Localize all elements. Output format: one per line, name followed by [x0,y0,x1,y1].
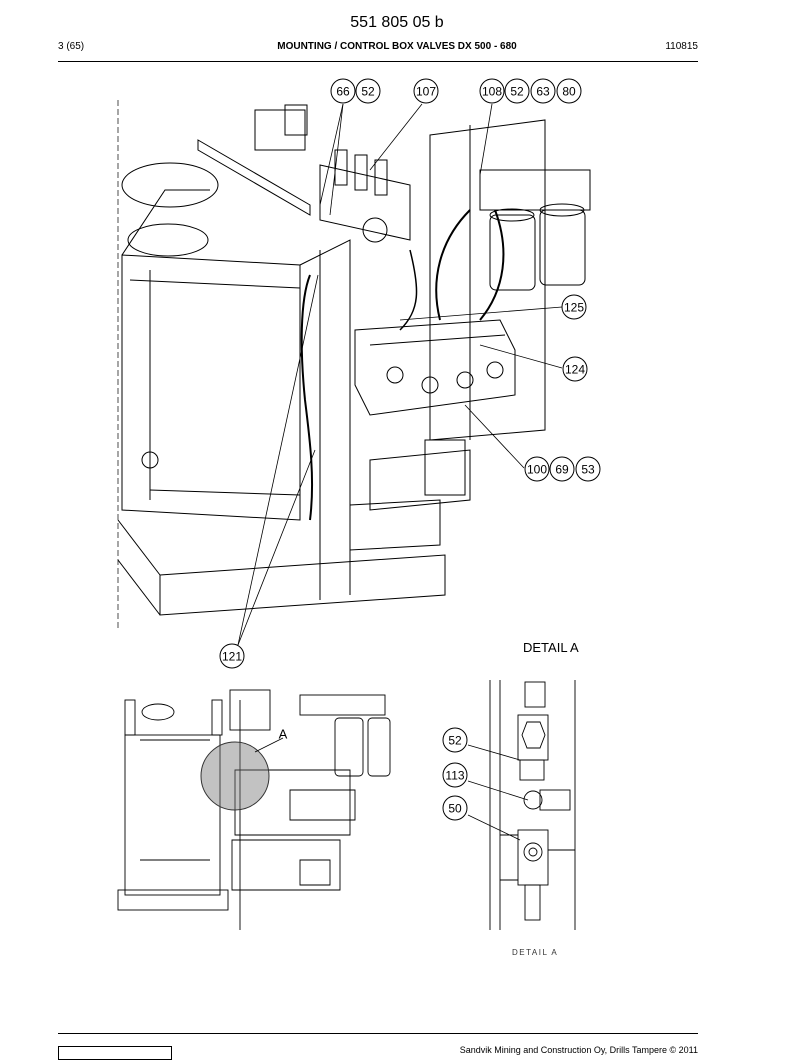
callout-main-8: 124 [562,356,588,382]
callout-circle [442,727,468,753]
callout-number: 80 [562,85,576,99]
detail-view [489,680,576,930]
date-code: 110815 [665,41,698,52]
detail-marker-a: A [279,727,288,742]
callout-main-9: 100 [524,456,550,482]
callout-main-1: 52 [355,78,381,104]
callout-main-3: 108 [479,78,505,104]
callout-main-10: 69 [549,456,575,482]
callout-circle [442,795,468,821]
detail-leaders [467,744,529,841]
main-view [117,100,591,630]
callout-circle [530,78,556,104]
callout-number: 52 [510,85,524,99]
callout-number: 125 [564,301,584,315]
detail-heading: DETAIL A [523,640,579,655]
callout-number: 121 [222,650,242,664]
callout-circle [479,78,505,104]
callout-circle [549,456,575,482]
callout-circle [504,78,530,104]
callout-circle [561,294,587,320]
header-rule [58,61,698,62]
main-leaders [237,103,563,646]
callout-number: 100 [527,463,547,477]
callout-main-0: 66 [330,78,356,104]
callout-circle [413,78,439,104]
callout-main-5: 63 [530,78,556,104]
detail-caption: DETAIL A [512,948,559,957]
callout-main-11: 53 [575,456,601,482]
callout-bubbles: 66 52 107 108 52 63 80 125 124 100 69 53 121 52 113 50 [219,78,601,821]
callout-circle [355,78,381,104]
callout-main-7: 125 [561,294,587,320]
callout-number: 53 [581,463,595,477]
callout-number: 69 [555,463,569,477]
document-number: 551 805 05 b [350,14,444,31]
page-info: 3 (65) [58,41,85,52]
footer-rule [58,1033,698,1034]
callout-number: 113 [445,769,464,783]
callout-number: 52 [361,85,375,99]
sandvik-logo [58,1046,172,1060]
callout-detail-1: 113 [442,762,468,788]
detail-highlight-circle [200,741,270,811]
callout-main-6: 80 [556,78,582,104]
callout-number: 50 [448,802,462,816]
document-title: MOUNTING / CONTROL BOX VALVES DX 500 - 6… [277,41,517,52]
callout-circle [330,78,356,104]
callout-circle [562,356,588,382]
callout-circle [575,456,601,482]
callout-detail-0: 52 [442,727,468,753]
callout-number: 108 [482,85,502,99]
callout-number: 63 [536,85,550,99]
callout-circle [556,78,582,104]
callout-circle [219,643,245,669]
overview-view [117,689,391,930]
callout-circle [524,456,550,482]
callout-number: 52 [448,734,462,748]
footer-copyright: Sandvik Mining and Construction Oy, Dril… [459,1045,698,1055]
callout-circle [442,762,468,788]
callout-number: 66 [336,85,350,99]
callout-number: 107 [416,85,436,99]
callout-detail-2: 50 [442,795,468,821]
callout-main-4: 52 [504,78,530,104]
callout-main-2: 107 [413,78,439,104]
callout-main-12: 121 [219,643,245,669]
callout-number: 124 [565,363,585,377]
